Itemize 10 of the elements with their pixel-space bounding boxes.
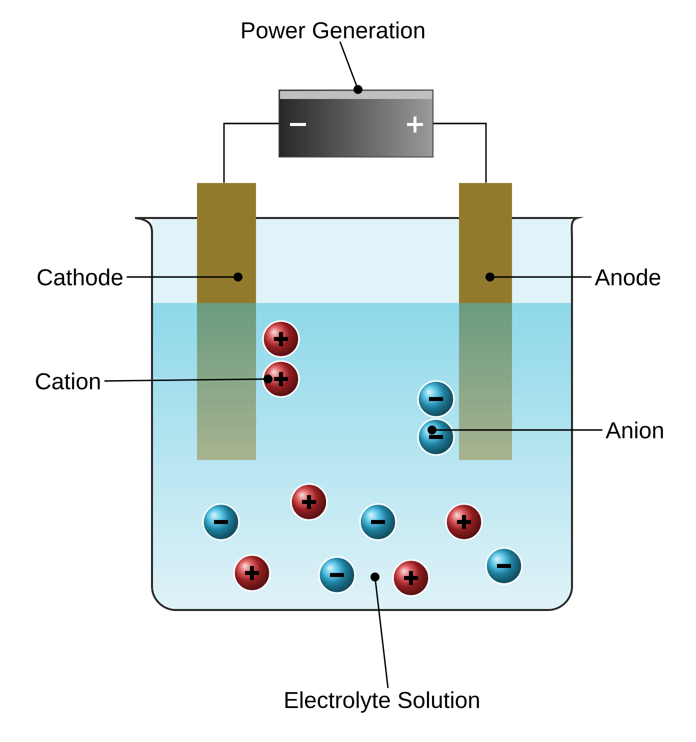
leader-line — [339, 41, 362, 94]
callout-label: Cation — [36, 372, 100, 390]
callout-label: Power Generation — [242, 22, 424, 38]
battery-drawing — [278, 90, 434, 158]
callout-label: Anion — [606, 422, 663, 438]
callout-label: Electrolyte Solution — [285, 691, 479, 713]
wire — [223, 122, 279, 183]
callout-label: Cathode — [38, 268, 122, 286]
callout-label: Anode — [594, 268, 660, 286]
wire — [433, 122, 487, 183]
